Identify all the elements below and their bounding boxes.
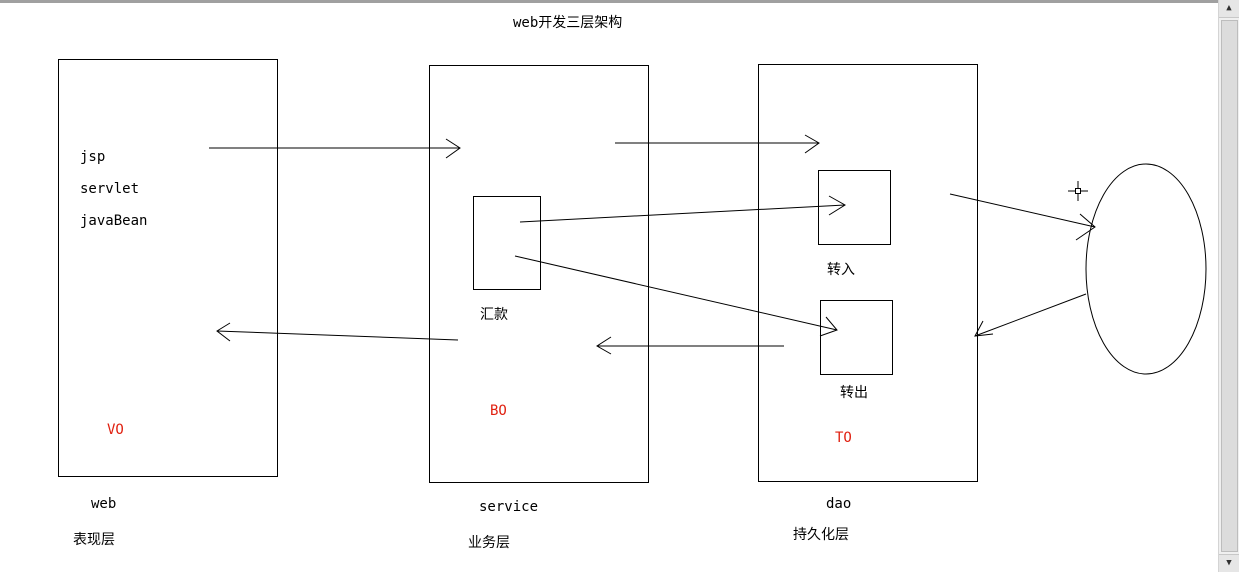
web-object-vo: VO bbox=[107, 422, 124, 438]
database-ellipse bbox=[1085, 163, 1207, 375]
remittance-box bbox=[473, 196, 541, 290]
arrow-service-to-dao bbox=[615, 134, 820, 154]
dao-layer-box bbox=[758, 64, 978, 482]
transfer-out-label: 转出 bbox=[840, 385, 868, 401]
transfer-in-label: 转入 bbox=[827, 262, 855, 278]
window-top-edge bbox=[0, 0, 1239, 3]
transfer-in-box bbox=[818, 170, 891, 245]
dao-layer-name: dao bbox=[826, 496, 852, 512]
service-layer-box bbox=[429, 65, 649, 483]
arrow-remittance-to-transfer-out bbox=[514, 255, 838, 337]
dao-object-to: TO bbox=[835, 430, 852, 446]
arrow-dao-to-service bbox=[596, 336, 784, 355]
web-item-jsp: jsp bbox=[80, 149, 106, 165]
scroll-down-arrow-icon[interactable]: ▼ bbox=[1219, 554, 1239, 572]
crosshair-cursor-icon bbox=[1068, 181, 1088, 201]
service-layer-caption: 业务层 bbox=[468, 535, 510, 551]
remittance-label: 汇款 bbox=[480, 307, 508, 323]
web-layer-name: web bbox=[91, 496, 117, 512]
arrow-remittance-to-transfer-in bbox=[519, 195, 846, 223]
diagram-title: web开发三层架构 bbox=[513, 15, 623, 31]
web-item-servlet: servlet bbox=[80, 181, 140, 197]
web-layer-box bbox=[58, 59, 278, 477]
transfer-out-box bbox=[820, 300, 893, 375]
scroll-up-arrow-icon[interactable]: ▲ bbox=[1219, 0, 1239, 18]
arrow-service-to-web bbox=[216, 322, 459, 342]
web-item-javabean: javaBean bbox=[80, 213, 148, 229]
arrow-web-to-service bbox=[209, 138, 461, 159]
arrow-database-to-dao bbox=[974, 293, 1087, 337]
scroll-thumb[interactable] bbox=[1221, 20, 1238, 552]
arrow-dao-to-database bbox=[949, 193, 1096, 241]
service-object-bo: BO bbox=[490, 403, 507, 419]
vertical-scrollbar[interactable]: ▲ ▼ bbox=[1218, 0, 1239, 572]
web-layer-caption: 表现层 bbox=[73, 532, 115, 548]
dao-layer-caption: 持久化层 bbox=[793, 527, 849, 543]
service-layer-name: service bbox=[479, 499, 539, 515]
